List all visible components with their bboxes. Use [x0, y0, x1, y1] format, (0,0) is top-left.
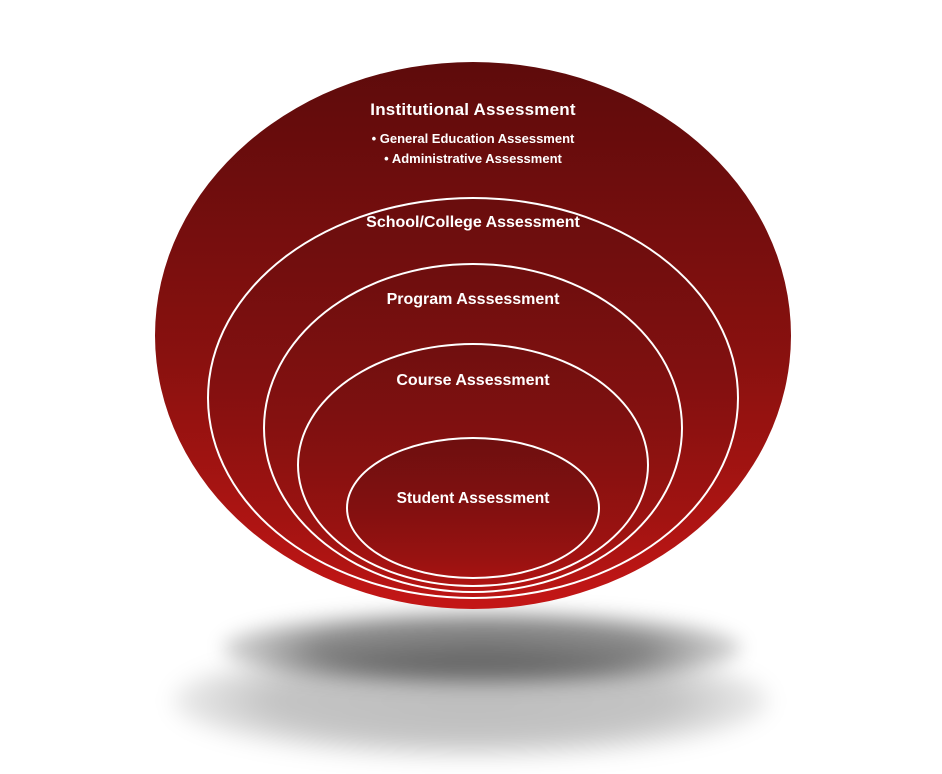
floor-shadow-dark	[222, 610, 742, 686]
ellipse-student	[346, 437, 600, 579]
floor-shadow-light	[173, 644, 769, 758]
